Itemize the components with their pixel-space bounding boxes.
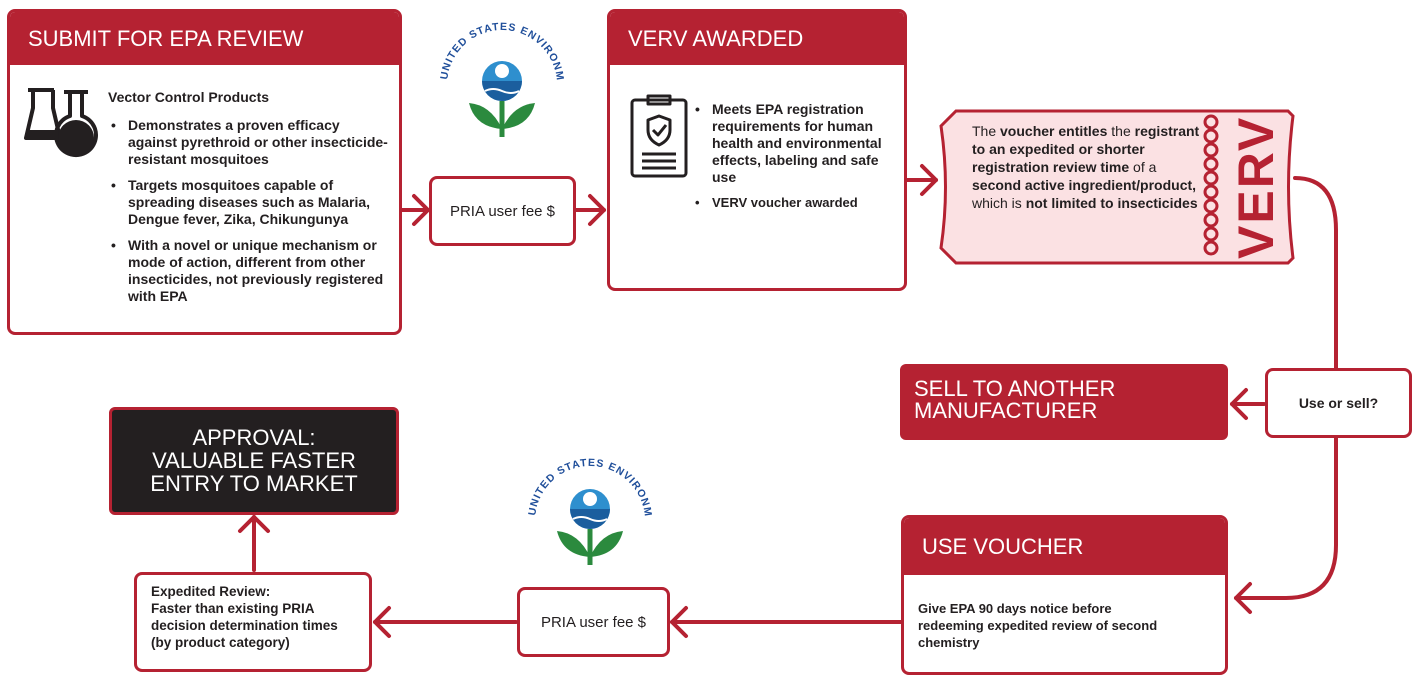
submit-box: SUBMIT FOR EPA REVIEW Vector Control Pro… bbox=[7, 9, 402, 335]
use-voucher-text: Give EPA 90 days notice before redeeming… bbox=[918, 601, 1158, 650]
voucher-stub-label: VERV bbox=[1228, 115, 1284, 259]
verv-awarded-title: VERV AWARDED bbox=[610, 12, 904, 65]
list-item: With a novel or unique mechanism or mode… bbox=[108, 237, 388, 305]
clipboard-shield-icon bbox=[628, 90, 690, 180]
expedited-review-box: Expedited Review: Faster than existing P… bbox=[134, 572, 372, 672]
verv-awarded-box: VERV AWARDED Meets EPA registration requ… bbox=[607, 9, 907, 291]
use-voucher-box: USE VOUCHER Give EPA 90 days notice befo… bbox=[901, 515, 1228, 675]
verv-awarded-bullets: Meets EPA registration requirements for … bbox=[692, 101, 897, 211]
list-item: VERV voucher awarded bbox=[692, 194, 897, 211]
submit-heading: Vector Control Products bbox=[108, 89, 270, 105]
pria-fee-label: PRIA user fee $ bbox=[449, 202, 556, 220]
voucher-text: The voucher entitles the registrant to a… bbox=[972, 123, 1200, 211]
epa-seal-icon: UNITED STATES ENVIRONMENTAL PROTECTION A… bbox=[426, 0, 573, 169]
pria-fee-box-top: PRIA user fee $ bbox=[429, 176, 576, 246]
list-item: Demonstrates a proven efficacy against p… bbox=[108, 117, 388, 168]
use-or-sell-box: Use or sell? bbox=[1265, 368, 1412, 438]
pria-fee-label: PRIA user fee $ bbox=[540, 613, 647, 631]
list-item: Targets mosquitoes capable of spreading … bbox=[108, 177, 388, 228]
lab-flasks-icon bbox=[24, 86, 100, 168]
verv-voucher-ticket: The voucher entitles the registrant to a… bbox=[938, 108, 1296, 266]
epa-seal-icon: UNITED STATES ENVIRONMENTAL PROTECTION A… bbox=[514, 440, 661, 589]
approval-box: APPROVAL: VALUABLE FASTER ENTRY TO MARKE… bbox=[109, 407, 399, 515]
pria-fee-box-bottom: PRIA user fee $ bbox=[517, 587, 670, 657]
submit-title: SUBMIT FOR EPA REVIEW bbox=[10, 12, 399, 65]
use-voucher-title: USE VOUCHER bbox=[904, 518, 1225, 575]
arrow-voucher-to-decision bbox=[1293, 176, 1338, 370]
arrow-to-use-voucher bbox=[1234, 436, 1338, 600]
submit-bullets: Demonstrates a proven efficacy against p… bbox=[108, 117, 388, 305]
list-item: Meets EPA registration requirements for … bbox=[692, 101, 897, 186]
sell-box: SELL TO ANOTHER MANUFACTURER bbox=[900, 364, 1228, 440]
